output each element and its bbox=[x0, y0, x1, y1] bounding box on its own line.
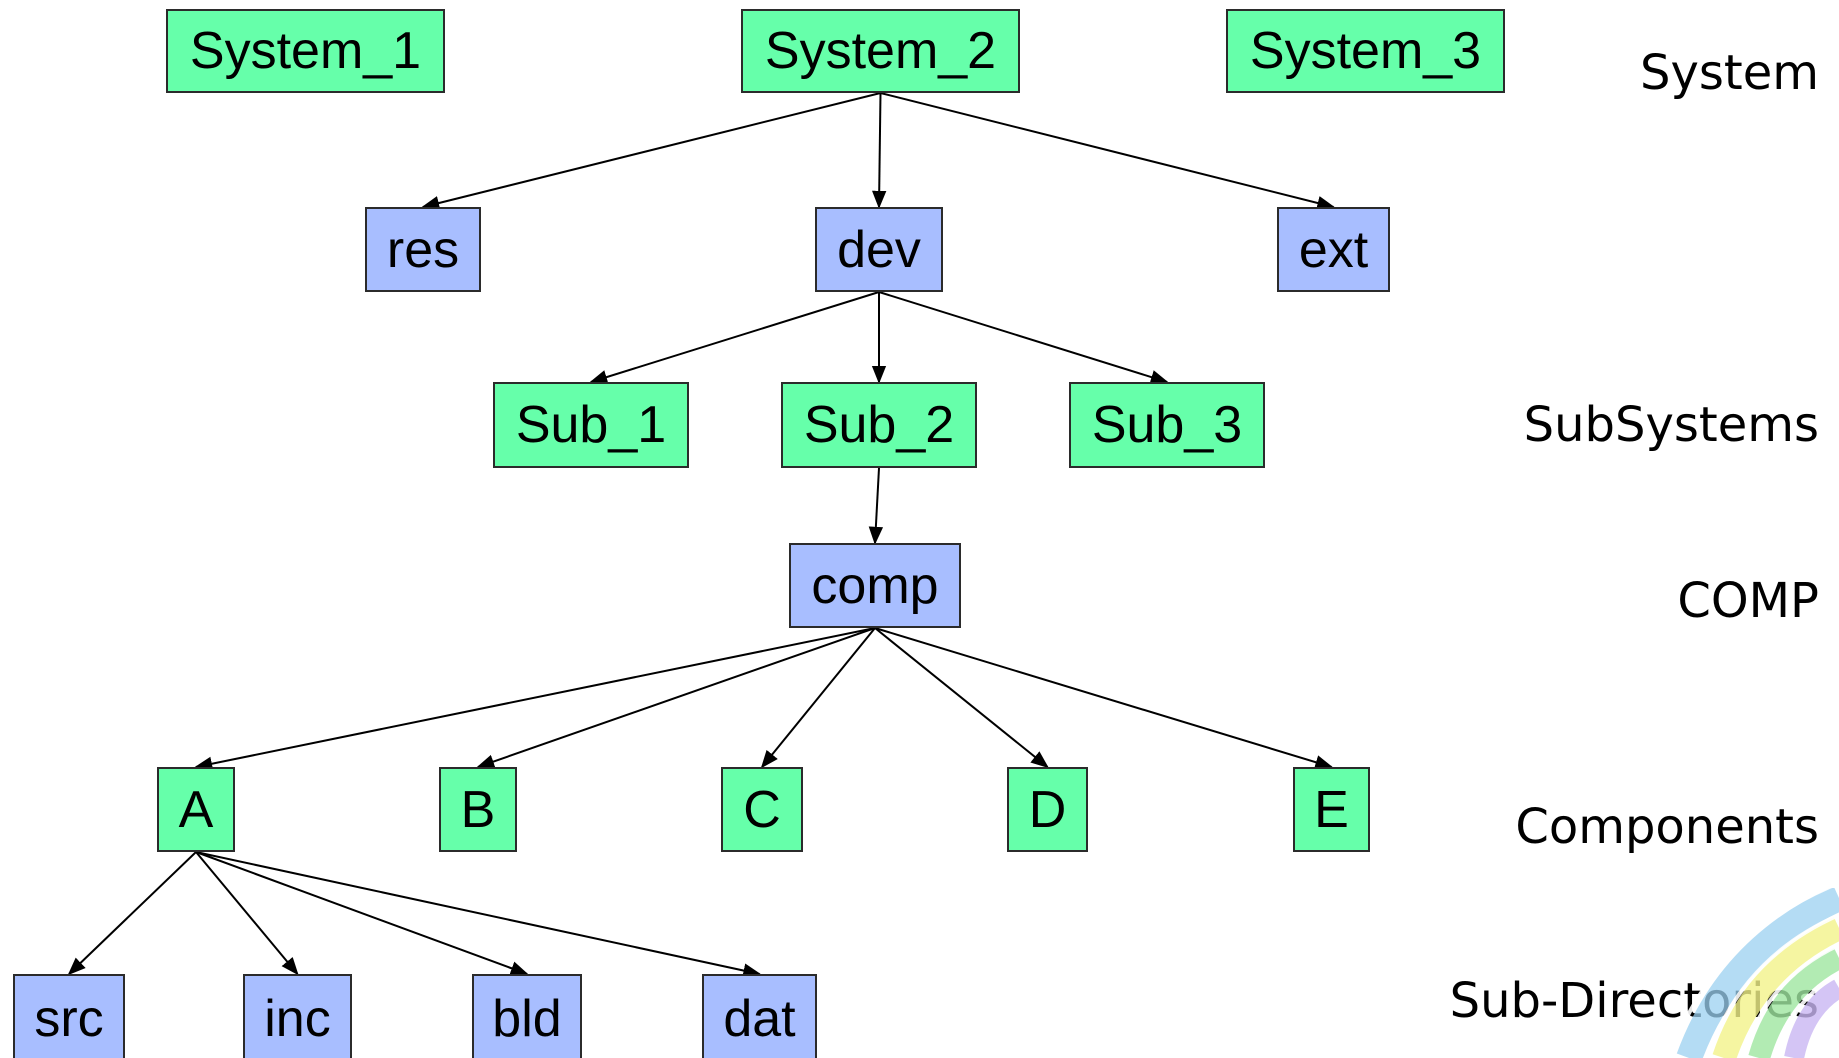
node-component-b: B bbox=[439, 767, 517, 852]
node-inc: inc bbox=[243, 974, 352, 1058]
node-system-2: System_2 bbox=[741, 9, 1020, 93]
node-system-1: System_1 bbox=[166, 9, 445, 93]
level-label-system: System bbox=[1640, 45, 1819, 101]
node-bld: bld bbox=[472, 974, 582, 1058]
edge-comp-to-a bbox=[194, 627, 876, 771]
node-component-a: A bbox=[157, 767, 235, 852]
node-ext: ext bbox=[1277, 207, 1390, 292]
level-label-components: Components bbox=[1515, 799, 1819, 855]
edge-dev-to-sub_1 bbox=[589, 291, 880, 385]
edge-a-to-bld bbox=[195, 851, 529, 976]
node-src: src bbox=[13, 974, 125, 1058]
node-comp: comp bbox=[789, 543, 961, 628]
node-sub-3: Sub_3 bbox=[1069, 382, 1265, 468]
edge-comp-to-b bbox=[476, 627, 876, 769]
node-dev: dev bbox=[815, 207, 943, 292]
edge-sub_2-to-comp bbox=[868, 467, 884, 545]
edge-system_2-to-ext bbox=[880, 92, 1336, 211]
level-label-comp: COMP bbox=[1677, 573, 1819, 629]
node-res: res bbox=[365, 207, 481, 292]
node-component-c: C bbox=[721, 767, 803, 852]
edge-a-to-src bbox=[67, 851, 197, 976]
edge-a-to-dat bbox=[195, 851, 762, 978]
edge-comp-to-e bbox=[874, 627, 1334, 770]
edge-a-to-inc bbox=[195, 851, 299, 976]
node-component-e: E bbox=[1293, 767, 1370, 852]
node-system-3: System_3 bbox=[1226, 9, 1505, 93]
edge-system_2-to-dev bbox=[872, 92, 887, 209]
node-dat: dat bbox=[702, 974, 817, 1058]
edge-dev-to-sub_3 bbox=[878, 291, 1169, 385]
edge-comp-to-c bbox=[760, 627, 876, 769]
level-label-subsystems: SubSystems bbox=[1523, 397, 1819, 453]
node-component-d: D bbox=[1007, 767, 1088, 852]
edge-system_2-to-res bbox=[421, 92, 881, 211]
rainbow-swoosh-decoration bbox=[1669, 888, 1839, 1058]
node-sub-2: Sub_2 bbox=[781, 382, 977, 468]
node-sub-1: Sub_1 bbox=[493, 382, 689, 468]
edge-comp-to-d bbox=[874, 627, 1049, 769]
